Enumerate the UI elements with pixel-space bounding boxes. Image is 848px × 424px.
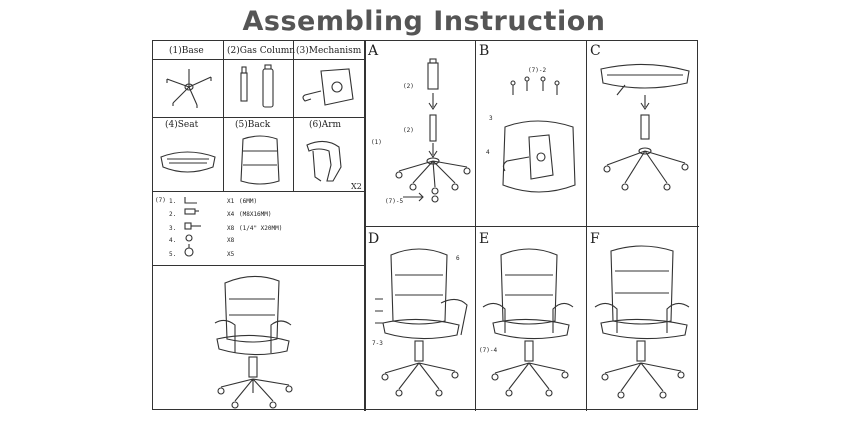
callout: (7)-4 [479, 347, 498, 354]
finished-chair-illustration [214, 275, 293, 409]
hardware-item-qty: X1 [227, 198, 235, 205]
callout: (7)-2 [528, 67, 547, 74]
divider [153, 117, 364, 118]
hardware-item-qty: X4 [227, 211, 235, 218]
step-label-d: D [368, 231, 380, 247]
hardware-item-qty: X8 [227, 237, 235, 244]
part-label-gas-column: (2)Gas Column [227, 46, 296, 56]
step-c-illustration [600, 63, 690, 191]
divider [293, 41, 294, 191]
divider [153, 59, 364, 60]
hardware-item-spec: (1/4" X20MM) [239, 225, 283, 232]
divider [364, 226, 699, 227]
base-illustration [166, 69, 212, 108]
gas-column-illustration [240, 64, 274, 108]
part-label-seat: (4)Seat [165, 120, 199, 130]
callout: 3 [489, 115, 493, 122]
part-label-arm: (6)Arm [309, 120, 342, 130]
callout: 6 [456, 255, 460, 262]
callout: (1) [371, 139, 382, 146]
hardware-item-num: 5. [169, 251, 177, 258]
step-d-illustration [375, 248, 468, 397]
hardware-item-num: 1. [169, 198, 177, 205]
step-a-illustration [395, 58, 471, 203]
divider [586, 41, 587, 411]
instruction-sheet: (1)Base (2)Gas Column (3)Mechanism (4)Se… [152, 40, 699, 411]
divider [153, 265, 364, 266]
page-title: Assembling Instruction [242, 6, 606, 37]
callout: (7)-5 [385, 198, 404, 205]
divider [223, 41, 224, 191]
hardware-item-qty: X5 [227, 251, 235, 258]
arm-quantity: X2 [351, 182, 362, 191]
step-b-illustration [502, 76, 576, 193]
hardware-item-num: 2. [169, 211, 177, 218]
divider [364, 41, 366, 411]
arm-illustration [306, 140, 342, 182]
hardware-item-num: 4. [169, 237, 177, 244]
back-illustration [240, 135, 280, 185]
callout: (2) [403, 127, 414, 134]
seat-illustration [160, 151, 216, 173]
step-label-a: A [368, 43, 379, 59]
hardware-item-spec: (M8X16MM) [239, 211, 272, 218]
hardware-header: (7) [155, 197, 166, 204]
part-label-mechanism: (3)Mechanism [296, 46, 362, 56]
callout: 7-3 [372, 340, 383, 347]
part-label-base: (1)Base [169, 46, 204, 56]
hardware-item-qty: X8 [227, 225, 235, 232]
callout: 4 [486, 149, 490, 156]
callout: (2) [403, 83, 414, 90]
step-f-illustration [594, 245, 690, 399]
step-label-f: F [590, 231, 600, 247]
divider [475, 41, 476, 411]
step-label-c: C [590, 43, 601, 59]
hardware-item-spec: (6MM) [239, 198, 258, 205]
hardware-item-num: 3. [169, 225, 177, 232]
divider [153, 191, 364, 192]
step-label-b: B [479, 43, 490, 59]
step-e-illustration [482, 248, 574, 397]
part-label-back: (5)Back [235, 120, 271, 130]
hardware-illustrations [184, 197, 201, 257]
mechanism-illustration [302, 68, 354, 106]
step-label-e: E [479, 231, 490, 247]
